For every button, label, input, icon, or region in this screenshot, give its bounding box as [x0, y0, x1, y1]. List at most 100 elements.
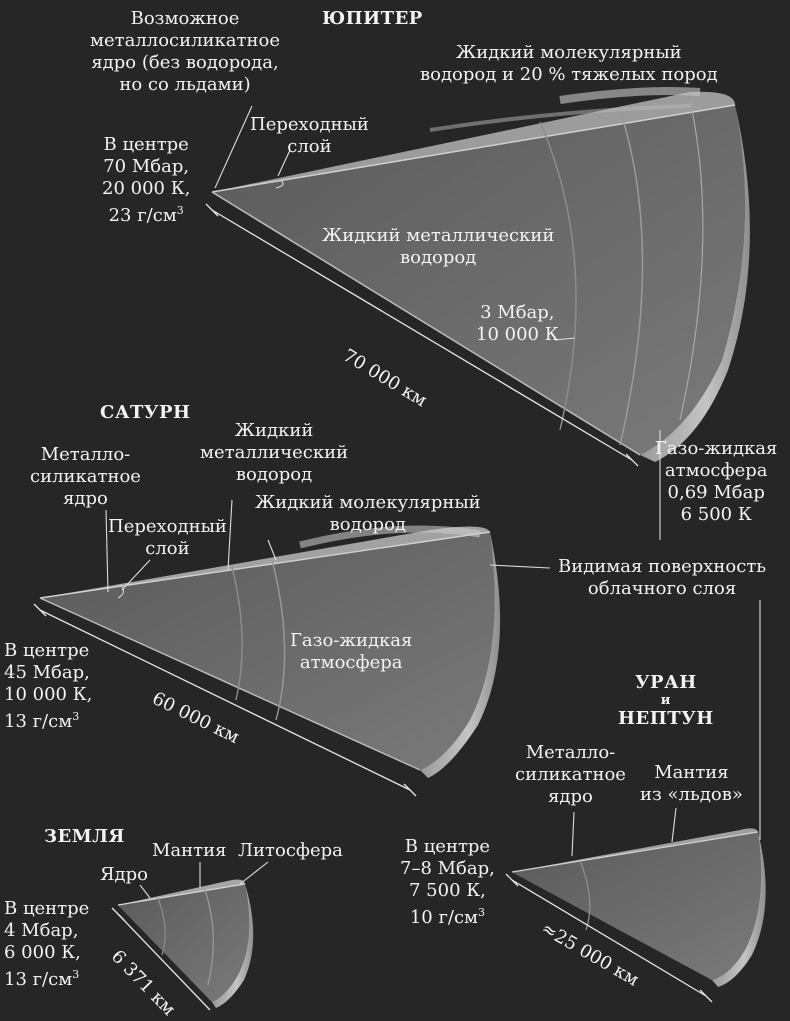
jupiter-boundary-label: 3 Мбар, 10 000 К [476, 302, 559, 346]
jupiter-atmosphere-line-2: атмосфера [664, 460, 768, 481]
jupiter-molecular-label: Жидкий молекулярный водород и 20 % тяжел… [420, 42, 718, 86]
earth-center-line-2: 4 Мбар, [4, 920, 79, 941]
uranus-core-line-3: ядро [548, 786, 593, 807]
saturn-center-line-4: 13 г/см3 [4, 706, 92, 733]
jupiter-boundary-line-1: 3 Мбар, [480, 302, 555, 323]
earth-radius-arrow [111, 907, 211, 1011]
jupiter-atmosphere-boundary [679, 99, 704, 421]
and-title: и [660, 693, 671, 708]
jupiter-metallic-boundary [539, 121, 577, 431]
earth-center-line-3: 6 000 К, [4, 942, 81, 963]
uranus-neptune-title: УРАН и НЕПТУН [618, 672, 714, 730]
jupiter-transition-label: Переходный слой [250, 114, 369, 158]
saturn-core-line-3: ядро [63, 488, 108, 509]
earth-core-boundary [157, 897, 166, 956]
saturn-atmosphere-line-2: атмосфера [299, 652, 403, 673]
jupiter-core-line-1: Возможное [130, 8, 240, 29]
earth-density-text: 13 г/см [4, 969, 73, 990]
jupiter-molecular-boundary [619, 109, 644, 446]
jupiter-transition-line-2: слой [287, 136, 332, 157]
earth-outer-surface [212, 884, 254, 1008]
uranus-center-line-1: В центре [404, 836, 491, 857]
saturn-metallic-label: Жидкий металлический водород [200, 420, 348, 486]
saturn-density-text: 13 г/см [4, 711, 73, 732]
cloud-surface-label: Видимая поверхность облачного слоя [558, 556, 766, 600]
jupiter-molecular-line-2: водород и 20 % тяжелых пород [420, 64, 718, 85]
saturn-metallic-line-2: металлический [200, 442, 349, 463]
saturn-molecular-line-2: водород [329, 514, 406, 535]
jupiter-core-label: Возможное металлосиликатное ядро (без во… [90, 8, 280, 96]
earth-mantle-boundary [204, 889, 214, 986]
uranus-center-line-4: 10 г/см3 [400, 902, 495, 929]
saturn-center-line-1: В центре [4, 640, 90, 661]
jupiter-wedge [205, 87, 750, 540]
saturn-core-line-2: силикатное [30, 466, 141, 487]
uranus-core-boundary [579, 860, 591, 931]
uranus-radius-arrow [505, 873, 713, 1003]
uranus-outer-surface [712, 832, 766, 987]
jupiter-metallic-line-1: Жидкий металлический [322, 225, 555, 246]
jupiter-atmosphere-label: Газо-жидкая атмосфера 0,69 Мбар 6 500 К [655, 438, 777, 526]
jupiter-core-line-2: металлосиликатное [90, 30, 280, 51]
earth-mantle-label: Мантия [152, 840, 227, 861]
saturn-metallic-line-3: водород [235, 464, 313, 485]
uranus-density-sup: 3 [478, 906, 486, 919]
earth-center-line-4: 13 г/см3 [4, 964, 89, 991]
uranus-center-label: В центре 7–8 Мбар, 7 500 К, 10 г/см3 [400, 836, 495, 929]
saturn-core-label: Металло- силикатное ядро [30, 444, 141, 510]
uranus-mantle-line-2: из «льдов» [640, 784, 743, 805]
jupiter-cut-face [212, 105, 745, 455]
saturn-atmosphere-label: Газо-жидкая атмосфера [290, 630, 412, 674]
saturn-center-label: В центре 45 Мбар, 10 000 К, 13 г/см3 [4, 640, 92, 733]
uranus-core-label: Металло- силикатное ядро [515, 742, 626, 808]
saturn-title: САТУРН [100, 402, 191, 423]
earth-title: ЗЕМЛЯ [44, 826, 125, 847]
saturn-center-line-3: 10 000 К, [4, 684, 93, 705]
jupiter-molecular-line-1: Жидкий молекулярный [456, 42, 682, 63]
uranus-density-text: 10 г/см [409, 907, 479, 928]
saturn-transition-line-1: Переходный [108, 516, 227, 537]
jupiter-metallic-line-2: водород [400, 247, 477, 268]
jupiter-center-line-2: 70 Мбар, [103, 156, 190, 177]
jupiter-atmosphere-line-3: 0,69 Мбар [667, 482, 765, 503]
saturn-core-line-1: Металло- [40, 444, 131, 465]
jupiter-boundary-line-2: 10 000 К [476, 324, 559, 345]
jupiter-center-label: В центре 70 Мбар, 20 000 К, 23 г/см3 [102, 134, 190, 227]
neptune-title: НЕПТУН [618, 708, 714, 729]
uranus-center-line-3: 7 500 К, [408, 880, 486, 901]
saturn-center-line-2: 45 Мбар, [4, 662, 90, 683]
jupiter-radius-arrow [205, 203, 639, 467]
uranus-neptune-wedge [505, 807, 766, 1003]
jupiter-core-line-4: но со льдами) [119, 74, 251, 95]
saturn-cut-face [40, 532, 495, 770]
uranus-mantle-line-1: Мантия [654, 762, 729, 783]
jupiter-core-line-3: ядро (без водорода, [91, 52, 279, 73]
uranus-center-line-2: 7–8 Мбар, [400, 858, 495, 879]
uranus-core-line-1: Металло- [525, 742, 616, 763]
saturn-wedge [33, 499, 761, 840]
uranus-cut-face [512, 832, 762, 980]
earth-center-line-1: В центре [4, 898, 90, 919]
saturn-molecular-line-1: Жидкий молекулярный [255, 492, 481, 513]
saturn-metallic-line-1: Жидкий [234, 420, 314, 441]
jupiter-atmosphere-line-1: Газо-жидкая [655, 438, 778, 459]
earth-lithosphere-label: Литосфера [238, 840, 343, 861]
jupiter-atmosphere-line-4: 6 500 К [680, 504, 752, 525]
earth-density-sup: 3 [72, 968, 80, 981]
earth-cut-face [118, 884, 250, 1002]
jupiter-density-text: 23 г/см [108, 205, 177, 226]
saturn-outer-surface [420, 532, 501, 778]
earth-center-label: В центре 4 Мбар, 6 000 К, 13 г/см3 [4, 898, 89, 991]
jupiter-center-line-1: В центре [103, 134, 189, 155]
cloud-surface-line-2: облачного слоя [587, 578, 737, 599]
saturn-metallic-boundary [231, 566, 243, 701]
cloud-surface-line-1: Видимая поверхность [558, 556, 767, 577]
saturn-atmosphere-line-1: Газо-жидкая [290, 630, 413, 651]
jupiter-title: ЮПИТЕР [322, 8, 423, 29]
uranus-core-line-2: силикатное [515, 764, 626, 785]
jupiter-center-line-4: 23 г/см3 [102, 200, 190, 227]
uranus-title: УРАН [634, 672, 697, 693]
earth-core-label: Ядро [100, 864, 148, 885]
